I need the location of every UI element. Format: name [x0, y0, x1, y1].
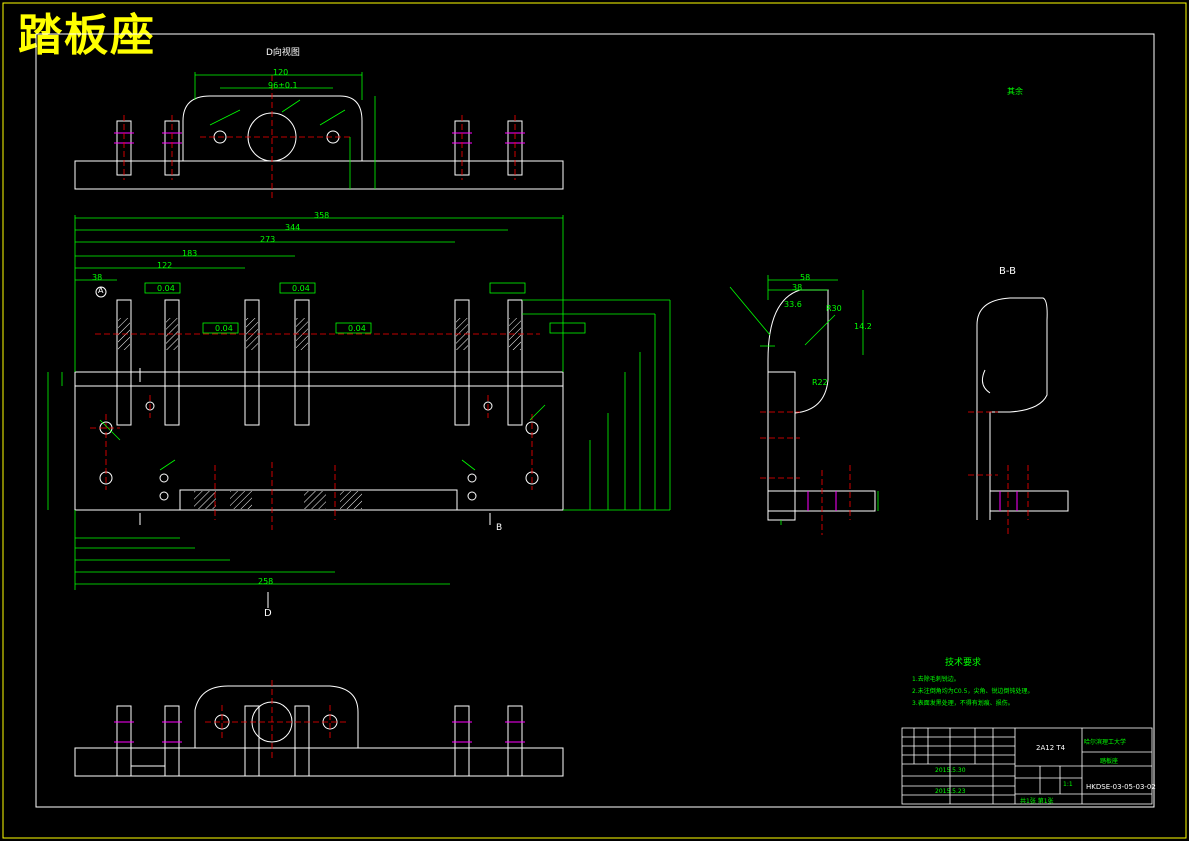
detail-dim: R30: [826, 304, 842, 313]
tech-requirement-item: 1.去除毛刺锐边。: [912, 676, 960, 683]
top-view-centerlines: [123, 75, 516, 200]
tech-requirement-item: 2.未注倒角均为C0.5，尖角、锐边倒钝处理。: [912, 688, 1034, 695]
top-view-threads: [114, 132, 525, 144]
main-view-dims: [47, 215, 671, 590]
detail-dim: 14.2: [854, 322, 872, 331]
dim-top-width: 120: [273, 68, 289, 77]
dim-overall: 358: [314, 211, 330, 220]
detail-dim: 58: [800, 273, 811, 282]
title-block-company: 哈尔滨理工大学: [1084, 739, 1127, 746]
dim-top-spacing: 96±0.1: [268, 81, 298, 90]
title-block-sheet: 共1张 第1张: [1020, 798, 1054, 805]
title-block-drawing-no: HKDSE-03-05-03-02: [1086, 783, 1156, 791]
bottom-view-threads: [114, 721, 525, 743]
main-view: [74, 299, 564, 511]
main-view-centerlines: [90, 333, 540, 530]
side-view-threads: [807, 491, 837, 511]
tech-requirements-heading: 技术要求: [945, 658, 982, 668]
section-d-marker: D: [264, 608, 272, 619]
drawing-title: 踏板座: [18, 10, 156, 61]
tolerance-value: 0.04: [157, 284, 175, 293]
top-view: [74, 95, 564, 190]
title-block-scale: 1:1: [1063, 781, 1073, 788]
main-view-hatch: [118, 318, 521, 509]
section-b-label: B-B: [999, 266, 1016, 277]
top-view-dims: [194, 72, 376, 189]
side-view-dims: [729, 275, 879, 525]
section-b-marker: B: [496, 523, 503, 533]
bottom-view-centerlines: [205, 680, 348, 760]
detail-dim: R22: [812, 378, 828, 387]
dim-183: 183: [182, 249, 198, 258]
section-b-centerlines: [968, 411, 1029, 535]
dim-38: 38: [92, 273, 103, 282]
title-block-date2: 2015.5.23: [935, 788, 966, 795]
tolerance-value: 0.04: [348, 324, 366, 333]
tech-requirement-item: 3.表面发黑处理，不得有划痕、损伤。: [912, 700, 1014, 707]
dim-bottom: 258: [258, 577, 274, 586]
title-block-part-name: 踏板座: [1100, 758, 1119, 765]
section-b-view: [976, 297, 1069, 520]
datum-a-label: A: [98, 286, 104, 295]
dim-273: 273: [260, 235, 276, 244]
title-block: [901, 727, 1153, 805]
section-markers: [95, 286, 491, 608]
bottom-view: [74, 685, 564, 777]
surface-mark-label: 其余: [1007, 87, 1023, 96]
dim-122: 122: [157, 261, 173, 270]
tolerance-value: 0.04: [215, 324, 233, 333]
detail-dim: 33.6: [784, 300, 802, 309]
side-view-centerlines: [760, 411, 851, 535]
view-d-label: D向视图: [266, 48, 300, 58]
detail-dim: 38: [792, 283, 803, 292]
title-block-material: 2A12 T4: [1036, 744, 1066, 752]
inner-frame: [35, 33, 1155, 808]
tolerance-value: 0.04: [292, 284, 310, 293]
section-b-threads: [999, 491, 1018, 511]
dim-344: 344: [285, 223, 301, 232]
title-block-date1: 2015.5.30: [935, 767, 966, 774]
